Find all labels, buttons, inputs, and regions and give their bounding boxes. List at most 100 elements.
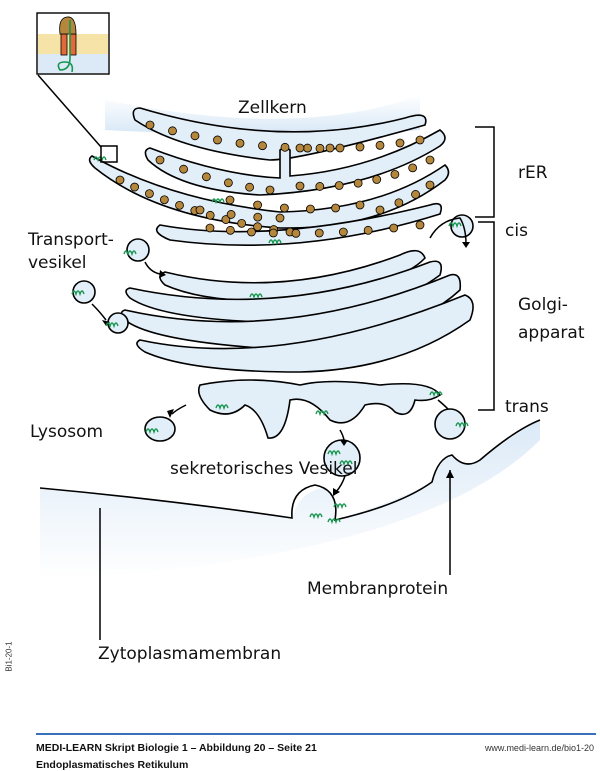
ribosome [338,227,348,237]
cytoplasm-membrane [39,419,541,522]
rer-cisterna [144,129,446,196]
ribosome [295,143,305,153]
protein-coil [455,422,469,429]
ribosomes [115,120,435,238]
er-golgi-diagram [36,12,541,640]
protein-coil [123,250,137,257]
ribosome [425,180,435,190]
footer-title: MEDI-LEARN Skript Biologie 1 – Abbildung… [36,742,317,754]
ribosome [275,213,285,223]
golgi-trans-network [197,379,442,439]
ribosome [226,210,236,219]
lysosome [144,416,176,442]
golgi-apparatus [120,249,474,439]
ribosome [390,169,400,179]
ribosome [394,198,404,208]
ribosome [175,200,184,210]
ribosome [155,155,165,165]
ribosome [314,228,324,238]
transport-arrows [91,217,467,493]
ribosome [425,155,435,165]
ribosome [225,225,235,235]
inset-source-box [100,145,118,163]
rough-er [88,107,450,247]
ribosome [291,228,301,238]
rer-bracket [475,126,495,218]
ribosome [213,135,222,145]
golgi-bracket [478,221,495,411]
protein-coil [333,503,347,510]
ribosome [130,182,140,192]
ribosome [205,223,215,233]
ribosome [303,143,312,153]
label-transport-2: vesikel [28,253,87,273]
ribosome-icon [59,16,77,35]
ribosome [195,205,205,215]
ribosome [315,143,325,153]
ribosome [115,175,125,185]
ribosome [325,143,335,153]
label-lysosome: Lysosom [30,422,104,442]
label-trans: trans [505,397,549,417]
protein-coil [309,513,323,520]
protein-coil [105,322,119,329]
ribosome [279,203,289,213]
ribosome [201,172,211,182]
ribosome [375,205,385,215]
footer-divider [36,733,596,735]
label-secretory-vesicle: sekretorisches Vesikel [170,459,358,479]
ribosome [411,190,420,199]
ribosome [253,200,263,210]
ribosome [145,120,155,130]
label-cytoplasm-membrane: Zytoplasmamembran [98,644,282,664]
ribosome [372,175,382,184]
ribosome [355,142,365,152]
rer-cisterna [155,202,443,247]
inset-leader [37,74,102,148]
ribosome [295,181,305,191]
ribosome [190,131,200,141]
protein-coil [315,410,329,417]
protein-coil [327,518,341,525]
golgi-cisterna [136,294,474,373]
ribosome [315,182,325,191]
membrane-inset [36,12,110,75]
ribosome [415,220,425,230]
ribosome [331,203,341,213]
protein-coil [211,198,225,205]
protein-coil [71,290,85,297]
ribosome [305,204,315,214]
footer-url[interactable]: www.medi-learn.de/bio1-20 [484,743,594,753]
transport-vesicle [450,214,474,238]
footer-subtitle: Endoplasmatisches Retikulum [36,759,189,771]
protein-coil [145,428,159,435]
ribosome [258,141,267,151]
ribosome [363,225,373,235]
ribosome [221,215,231,224]
side-code: Bi1-20-1 [4,641,14,672]
ribosome [159,195,169,205]
ribosome [375,140,385,150]
label-rer: rER [518,163,548,183]
arrowheads [102,242,470,496]
ribosome [225,195,235,205]
ribosome [415,135,425,145]
rer-cisterna [132,107,427,161]
ribosome [395,138,405,148]
protein-coil [429,391,443,398]
protein-coil [327,450,341,457]
label-golgi-1: Golgi- [518,295,568,315]
ribosome [268,228,278,238]
protein-coil [249,293,263,300]
protein-coil [215,404,229,411]
ribosome [223,178,233,188]
ribosome [265,185,275,195]
ribosome [205,210,215,220]
ribosome [334,181,344,190]
cytoplasm-region [40,420,540,580]
protein-chain-icon [57,20,74,73]
ribosome [335,143,345,153]
ribosome [253,222,263,232]
ribosome [353,178,363,188]
